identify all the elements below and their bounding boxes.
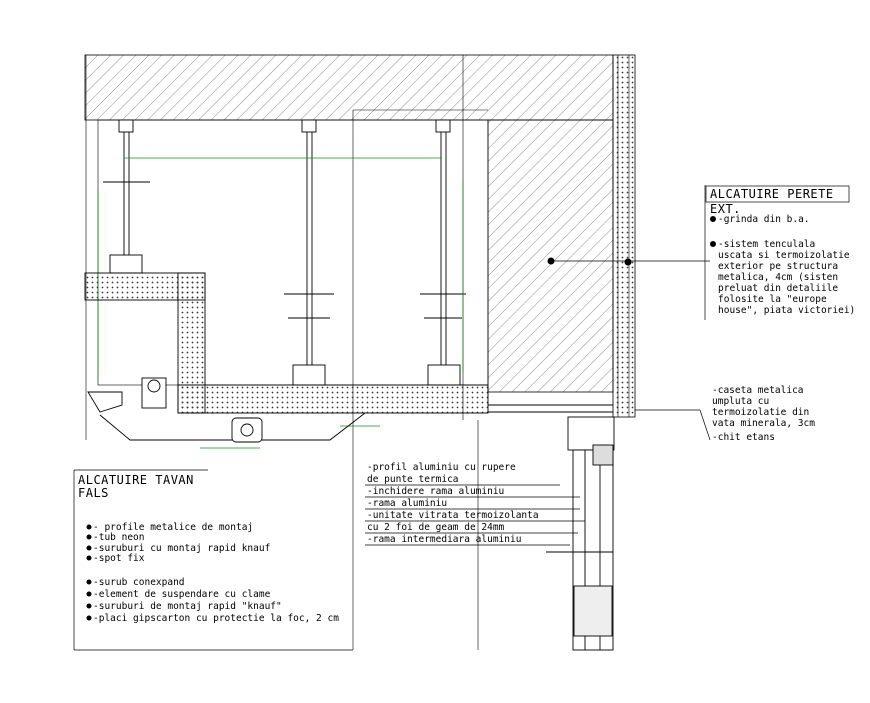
wall-item: metalica, 4cm (sisten bbox=[718, 272, 838, 283]
window-frame-section bbox=[546, 416, 615, 651]
wall-item: preluat din detaliile bbox=[718, 283, 838, 294]
window-item: -rama intermediara aluminiu bbox=[367, 534, 521, 545]
wall-legend: ALCATUIRE PERETE EXT. -grinda din b.a. -… bbox=[705, 185, 855, 443]
window-item: cu 2 foi de geam de 24mm bbox=[367, 522, 505, 533]
wall-item: house", piata victoriei) bbox=[718, 305, 855, 316]
wall-lower-item: -caseta metalica bbox=[712, 385, 804, 396]
window-item: -profil aluminiu cu rupere bbox=[367, 462, 516, 473]
ceiling-item: -placi gipscarton cu protectie la foc, 2… bbox=[93, 613, 339, 624]
window-item: de punte termica bbox=[367, 474, 459, 485]
ceiling-item: - profile metalice de montaj bbox=[93, 522, 253, 533]
wall-item: -sistem tenculala bbox=[718, 239, 815, 250]
wall-lower-item: termoizolatie din bbox=[712, 407, 809, 418]
wall-legend-subtitle: EXT. bbox=[710, 202, 741, 216]
ceiling-legend-subtitle: FALS bbox=[78, 486, 109, 500]
ceiling-item: -tub neon bbox=[93, 532, 144, 543]
window-item: -unitate vitrata termoizolanta bbox=[367, 510, 539, 521]
concrete-slab bbox=[84, 54, 614, 393]
wall-lower-item: umpluta cu bbox=[712, 396, 769, 407]
false-ceiling-profile bbox=[84, 272, 613, 443]
window-item: -inchidere rama aluminiu bbox=[367, 486, 504, 497]
wall-item: folosite la "europe bbox=[718, 294, 827, 305]
ceiling-item: -surub conexpand bbox=[93, 577, 185, 588]
window-item: -rama aluminiu bbox=[367, 498, 447, 509]
ceiling-item: -suruburi de montaj rapid "knauf" bbox=[93, 601, 282, 612]
ceiling-item: -suruburi cu montaj rapid knauf bbox=[93, 543, 270, 554]
wall-item: -grinda din b.a. bbox=[718, 214, 810, 225]
wall-item: uscata si termoizolatie bbox=[718, 250, 850, 261]
ceiling-item: -spot fix bbox=[93, 553, 145, 564]
reference-lines bbox=[85, 55, 489, 650]
window-legend: -profil aluminiu cu rupere de punte term… bbox=[367, 462, 539, 545]
exterior-wall-insulation bbox=[612, 54, 636, 418]
wall-legend-title: ALCATUIRE PERETE bbox=[710, 187, 834, 201]
ceiling-hangers bbox=[103, 119, 466, 386]
ceiling-legend: ALCATUIRE TAVAN FALS - profile metalice … bbox=[78, 473, 339, 624]
ceiling-legend-title: ALCATUIRE TAVAN bbox=[78, 473, 194, 487]
wall-lower-item: vata minerala, 3cm bbox=[712, 418, 815, 429]
wall-lower-item: -chit etans bbox=[712, 432, 775, 443]
ceiling-item: -element de suspendare cu clame bbox=[93, 589, 271, 600]
wall-item: exterior pe structura bbox=[718, 261, 838, 272]
leader-lines bbox=[73, 185, 711, 651]
